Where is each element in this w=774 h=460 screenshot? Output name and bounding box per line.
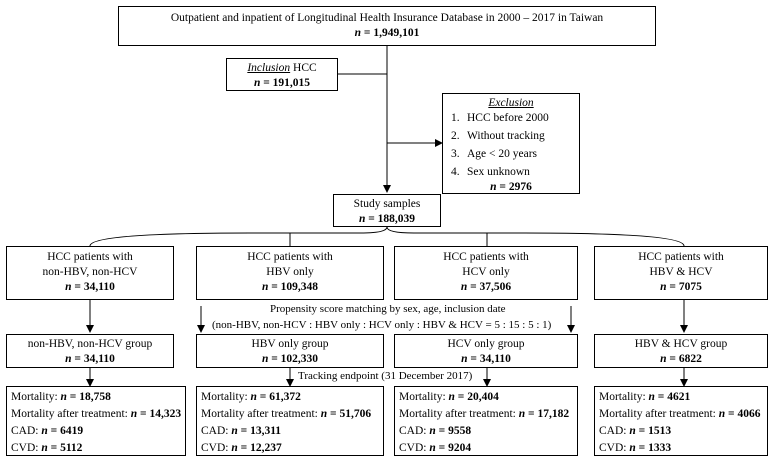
psm-line1: Propensity score matching by sex, age, i…	[270, 303, 506, 315]
result-box-hcv-only: Mortality: n = 20,404 Mortality after tr…	[394, 386, 578, 456]
split-connector-right	[386, 226, 685, 247]
group-box-hbv-hcv: HCC patients with HBV & HCV n = 7075	[594, 246, 768, 300]
group-line1: HCC patients with	[443, 251, 529, 263]
tracking-endpoint-label: Tracking endpoint (31 December 2017)	[298, 370, 473, 382]
result-cvd: CVD: n = 5112	[11, 442, 83, 454]
database-box: Outpatient and inpatient of Longitudinal…	[118, 6, 656, 46]
group-line2: HBV & HCV	[649, 266, 713, 278]
split-connector-left	[89, 226, 388, 247]
group-box-non-hbv-non-hcv: HCC patients with non-HBV, non-HCV n = 3…	[6, 246, 174, 300]
matched-box-hbv-only: HBV only group n = 102,330	[196, 334, 384, 368]
group-count: n = 34,110	[65, 281, 115, 293]
result-mortality-after: Mortality after treatment: n = 51,706	[201, 408, 372, 420]
group-line1: HCC patients with	[47, 251, 133, 263]
exclusion-item: 4.Sex unknown	[451, 166, 530, 178]
matched-box-non-hbv-non-hcv: non-HBV, non-HCV group n = 34,110	[6, 334, 174, 368]
result-box-hbv-hcv: Mortality: n = 4621 Mortality after trea…	[594, 386, 768, 456]
inclusion-count: n = 191,015	[253, 77, 311, 89]
matched-label: HCV only group	[447, 338, 525, 350]
study-title: Study samples	[353, 198, 421, 210]
result-cad: CAD: n = 13,311	[201, 425, 282, 437]
group-line1: HCC patients with	[638, 251, 724, 263]
result-cvd: CVD: n = 1333	[599, 442, 672, 454]
group-count: n = 109,348	[261, 281, 319, 293]
matched-count: n = 102,330	[261, 353, 319, 365]
exclusion-item: 3.Age < 20 years	[451, 148, 538, 160]
group-count: n = 37,506	[460, 281, 512, 293]
database-count: n = 1,949,101	[354, 27, 420, 39]
result-box-non-hbv-non-hcv: Mortality: n = 18,758 Mortality after tr…	[6, 386, 186, 456]
result-cvd: CVD: n = 12,237	[201, 442, 282, 454]
exclusion-title: Exclusion	[488, 97, 534, 109]
matched-count: n = 34,110	[65, 353, 115, 365]
result-cvd: CVD: n = 9204	[399, 442, 472, 454]
result-mortality-after: Mortality after treatment: n = 14,323	[11, 408, 182, 420]
exclusion-count: n = 2976	[490, 181, 532, 193]
inclusion-title: Inclusion HCC	[247, 62, 317, 74]
database-title: Outpatient and inpatient of Longitudinal…	[170, 12, 604, 24]
result-mortality-after: Mortality after treatment: n = 17,182	[399, 408, 570, 420]
matched-label: HBV & HCV group	[634, 338, 728, 350]
matched-box-hbv-hcv: HBV & HCV group n = 6822	[594, 334, 768, 368]
group-line2: non-HBV, non-HCV	[42, 266, 138, 278]
result-mortality: Mortality: n = 4621	[599, 391, 691, 403]
group-box-hbv-only: HCC patients with HBV only n = 109,348	[196, 246, 384, 300]
matched-count: n = 34,110	[461, 353, 511, 365]
matched-count: n = 6822	[660, 353, 702, 365]
result-mortality: Mortality: n = 20,404	[399, 391, 499, 403]
result-box-hbv-only: Mortality: n = 61,372 Mortality after tr…	[196, 386, 384, 456]
matched-box-hcv-only: HCV only group n = 34,110	[394, 334, 578, 368]
result-cad: CAD: n = 1513	[599, 425, 672, 437]
group-box-hcv-only: HCC patients with HCV only n = 37,506	[394, 246, 578, 300]
study-count: n = 188,039	[358, 213, 416, 225]
group-count: n = 7075	[660, 281, 702, 293]
result-mortality: Mortality: n = 18,758	[11, 391, 111, 403]
matched-label: HBV only group	[251, 338, 329, 350]
result-cad: CAD: n = 6419	[11, 425, 84, 437]
group-line1: HCC patients with	[247, 251, 333, 263]
result-mortality: Mortality: n = 61,372	[201, 391, 301, 403]
psm-line2: (non-HBV, non-HCV : HBV only : HCV only …	[212, 319, 552, 331]
result-cad: CAD: n = 9558	[399, 425, 472, 437]
matched-label: non-HBV, non-HCV group	[27, 338, 153, 350]
exclusion-item: 1.HCC before 2000	[451, 112, 549, 124]
group-line2: HCV only	[462, 266, 510, 278]
exclusion-item: 2.Without tracking	[451, 130, 545, 142]
study-samples-box: Study samples n = 188,039	[333, 194, 441, 227]
exclusion-box: Exclusion 1.HCC before 2000 2.Without tr…	[442, 93, 580, 194]
result-mortality-after: Mortality after treatment: n = 4066	[599, 408, 761, 420]
group-line2: HBV only	[266, 266, 314, 278]
inclusion-box: Inclusion HCC n = 191,015	[226, 58, 338, 91]
